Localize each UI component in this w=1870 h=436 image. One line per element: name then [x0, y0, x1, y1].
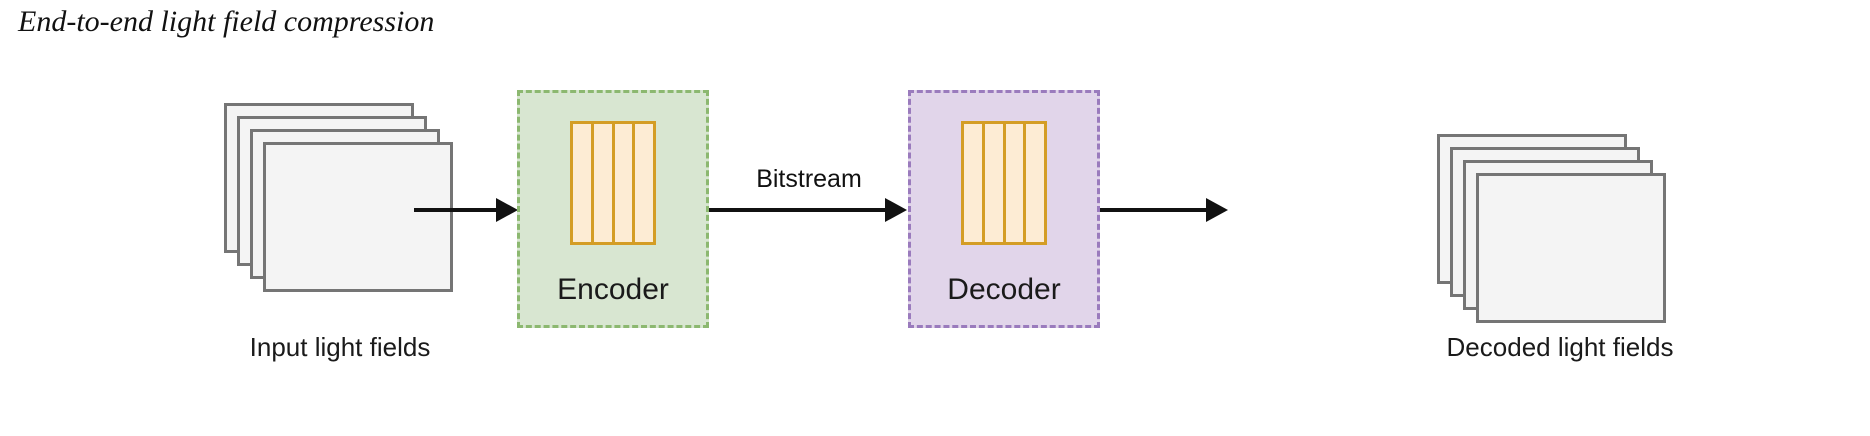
- network-layer: [573, 124, 594, 242]
- network-layer: [593, 124, 615, 242]
- network-layer: [964, 124, 985, 242]
- arrow-head-icon: [885, 198, 907, 222]
- encoder-module: Encoder: [517, 90, 709, 328]
- decoded-light-field-stack: [1437, 134, 1669, 326]
- light-field-sheet: [263, 142, 453, 292]
- input-light-field-stack: [224, 103, 456, 295]
- input-light-fields-caption: Input light fields: [249, 332, 431, 362]
- arrow-input-to-encoder: [414, 198, 518, 222]
- light-field-sheet: [1476, 173, 1666, 323]
- network-layer: [1005, 124, 1027, 242]
- arrow-shaft: [414, 208, 498, 212]
- arrow-shaft: [1100, 208, 1208, 212]
- network-layer: [635, 124, 653, 242]
- arrow-head-icon: [1206, 198, 1228, 222]
- decoder-network-block: [961, 121, 1047, 245]
- encoder-label: Encoder: [557, 273, 669, 306]
- decoder-module: Decoder: [908, 90, 1100, 328]
- network-layer: [614, 124, 636, 242]
- network-layer: [984, 124, 1006, 242]
- arrow-decoder-to-output: [1100, 198, 1230, 222]
- network-layer: [1026, 124, 1044, 242]
- arrow-encoder-to-decoder: [709, 198, 909, 222]
- arrow-shaft: [709, 208, 887, 212]
- decoded-light-fields-caption: Decoded light fields: [1446, 332, 1674, 362]
- figure-title: End-to-end light field compression: [18, 5, 435, 38]
- arrow-head-icon: [496, 198, 518, 222]
- encoder-network-block: [570, 121, 656, 245]
- bitstream-label: Bitstream: [756, 165, 862, 193]
- decoder-label: Decoder: [947, 273, 1061, 306]
